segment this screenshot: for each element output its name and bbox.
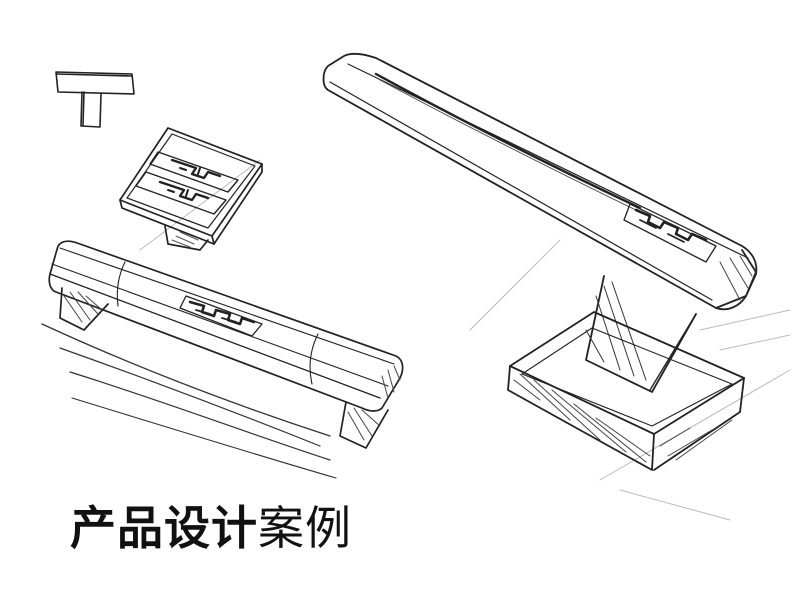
handle-side-profile-sketch [55,71,135,128]
caption-light-text: 案例 [258,501,352,555]
caption-title: 产品设计案例 [70,496,352,560]
background-sketch-lines [139,159,791,521]
square-knob-sketch [119,127,263,251]
lever-handle-sketch [322,52,758,471]
caption-bold-text: 产品设计 [70,501,258,555]
long-bar-handle-sketch [41,240,404,479]
